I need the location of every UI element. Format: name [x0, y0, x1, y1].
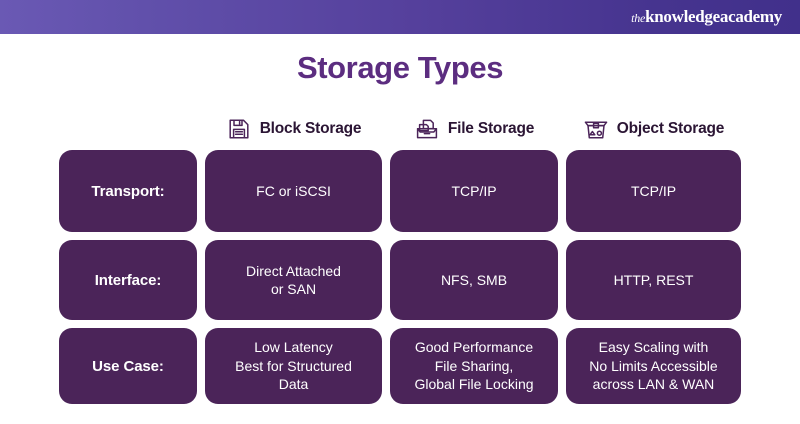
- brand-banner: theknowledgeacademy: [0, 0, 800, 34]
- column-header-file-storage: File Storage: [386, 110, 562, 150]
- cell-line: Direct Attached: [246, 262, 341, 279]
- column-header-label: Object Storage: [616, 120, 725, 137]
- page-title: Storage Types: [296, 50, 504, 85]
- cell-usecase-object: Easy Scaling with No Limits Accessible a…: [566, 328, 741, 404]
- cell-line: Low Latency: [254, 339, 333, 356]
- floppy-disk-icon: [226, 116, 252, 142]
- cell-line: across LAN & WAN: [592, 376, 715, 393]
- brand-logo-name: knowledgeacademy: [645, 7, 782, 26]
- cell-line: FC or iSCSI: [256, 182, 331, 199]
- cell-transport-object: TCP/IP: [566, 150, 741, 232]
- row-label-transport: Transport:: [59, 150, 197, 232]
- column-header-object-storage: Object Storage: [562, 110, 745, 150]
- cell-line: TCP/IP: [451, 182, 497, 199]
- cell-interface-block: Direct Attached or SAN: [205, 240, 382, 320]
- row-label-use-case: Use Case:: [59, 328, 197, 404]
- column-header-label: Block Storage: [259, 120, 362, 137]
- row-label-interface: Interface:: [59, 240, 197, 320]
- cell-transport-file: TCP/IP: [390, 150, 558, 232]
- cell-interface-file: NFS, SMB: [390, 240, 558, 320]
- cell-line: Best for Structured: [235, 357, 352, 374]
- cell-line: TCP/IP: [630, 182, 677, 199]
- cell-line: File Sharing,: [434, 357, 514, 374]
- cell-line: Good Performance: [414, 339, 534, 356]
- cell-line: or SAN: [270, 281, 317, 297]
- brand-logo-prefix: the: [631, 11, 646, 25]
- cell-interface-object: HTTP, REST: [566, 240, 741, 320]
- bucket-icon: [583, 116, 609, 142]
- file-drawer-icon: [414, 116, 440, 142]
- cell-usecase-file: Good Performance File Sharing, Global Fi…: [390, 328, 558, 404]
- brand-logo: theknowledgeacademy: [631, 8, 800, 26]
- cell-line: NFS, SMB: [440, 271, 508, 288]
- column-header-label: File Storage: [447, 120, 535, 137]
- cell-line: No Limits Accessible: [589, 357, 718, 374]
- cell-line: Data: [278, 376, 309, 393]
- cell-line: HTTP, REST: [613, 271, 694, 288]
- cell-usecase-block: Low Latency Best for Structured Data: [205, 328, 382, 404]
- cell-line: Global File Locking: [414, 376, 534, 393]
- cell-transport-block: FC or iSCSI: [205, 150, 382, 232]
- table-corner-header: [55, 110, 201, 150]
- cell-line: Easy Scaling with: [598, 339, 709, 356]
- column-header-block-storage: Block Storage: [201, 110, 386, 150]
- storage-comparison-table: Block Storage File Storage Object Storag: [55, 110, 745, 412]
